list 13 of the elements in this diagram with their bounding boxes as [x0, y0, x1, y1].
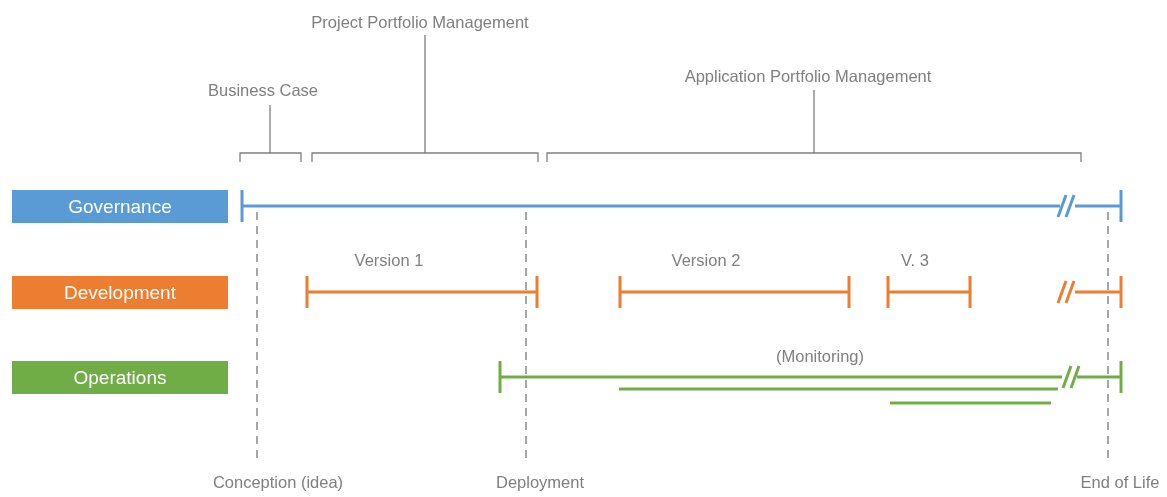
timeline-label: V. 3 [901, 250, 929, 270]
timeline-label: Application Portfolio Management [684, 66, 932, 86]
lane-label: Governance [12, 190, 228, 223]
timeline-label: End of Life [1080, 472, 1160, 492]
timeline-label: Deployment [496, 472, 584, 492]
timeline-label: Business Case [207, 80, 319, 100]
timeline-label: Project Portfolio Management [311, 12, 529, 32]
lane-label: Development [12, 276, 228, 309]
timeline-label: (Monitoring) [776, 346, 864, 366]
timeline-label: Version 2 [671, 250, 741, 270]
timeline-label: Conception (idea) [212, 472, 344, 492]
lane-label: Operations [12, 361, 228, 394]
timeline-label: Version 1 [354, 250, 424, 270]
